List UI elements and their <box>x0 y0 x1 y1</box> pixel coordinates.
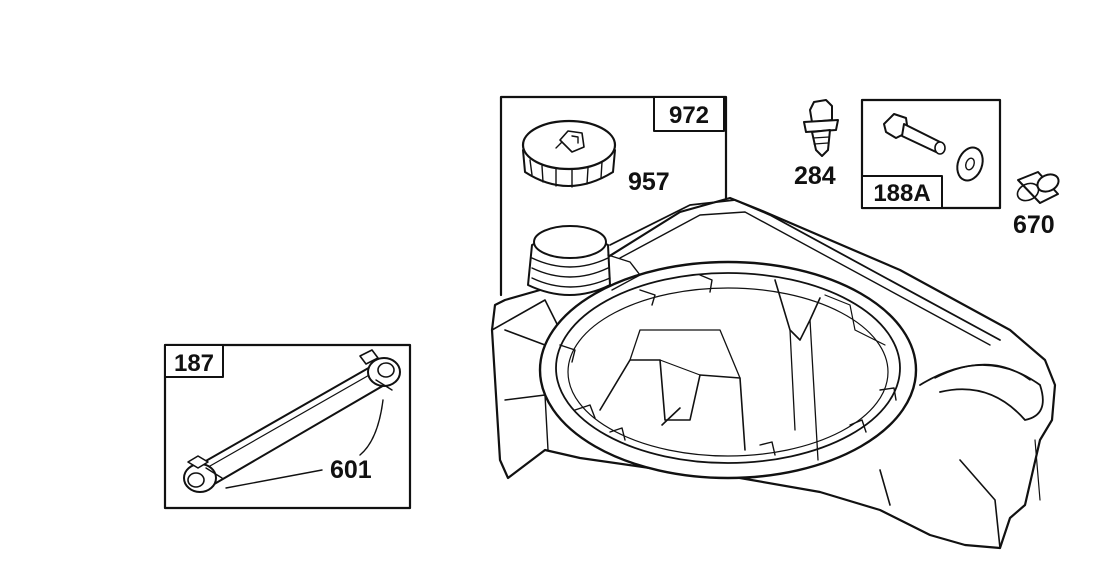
cap-kit-id: 972 <box>669 102 709 129</box>
fuel-pump-symbol <box>555 130 585 153</box>
line-kit-frame: 187 <box>163 343 412 510</box>
hose-clamp-bottom <box>183 455 223 493</box>
bushing-callout: 670 <box>1013 211 1055 239</box>
line-kit-label-box <box>164 344 224 378</box>
bushing-part <box>1016 171 1060 204</box>
filler-neck <box>527 225 641 296</box>
fuel-cap-callout: 957 <box>628 168 670 196</box>
fuel-line-callout: 601 <box>330 456 372 484</box>
fuel-line-leader-top <box>359 399 384 456</box>
bolt-kit-frame: 188A <box>860 98 1002 210</box>
cap-kit-label-box <box>653 96 725 132</box>
fitting-part <box>803 99 839 157</box>
fuel-line-hose <box>183 349 401 493</box>
hose-clamp-top <box>359 349 401 391</box>
bolt-kit-id: 188A <box>873 180 930 207</box>
cap-kit-frame: 972 <box>499 95 728 297</box>
fuel-tank <box>490 196 1057 550</box>
shoulder-bolt <box>883 113 946 155</box>
line-kit-id: 187 <box>174 350 214 377</box>
fuel-cap <box>521 119 617 188</box>
washer <box>956 146 984 182</box>
fuel-line-leader-bottom <box>225 469 323 489</box>
bolt-kit-label-box <box>861 175 943 209</box>
fitting-callout: 284 <box>794 162 836 190</box>
